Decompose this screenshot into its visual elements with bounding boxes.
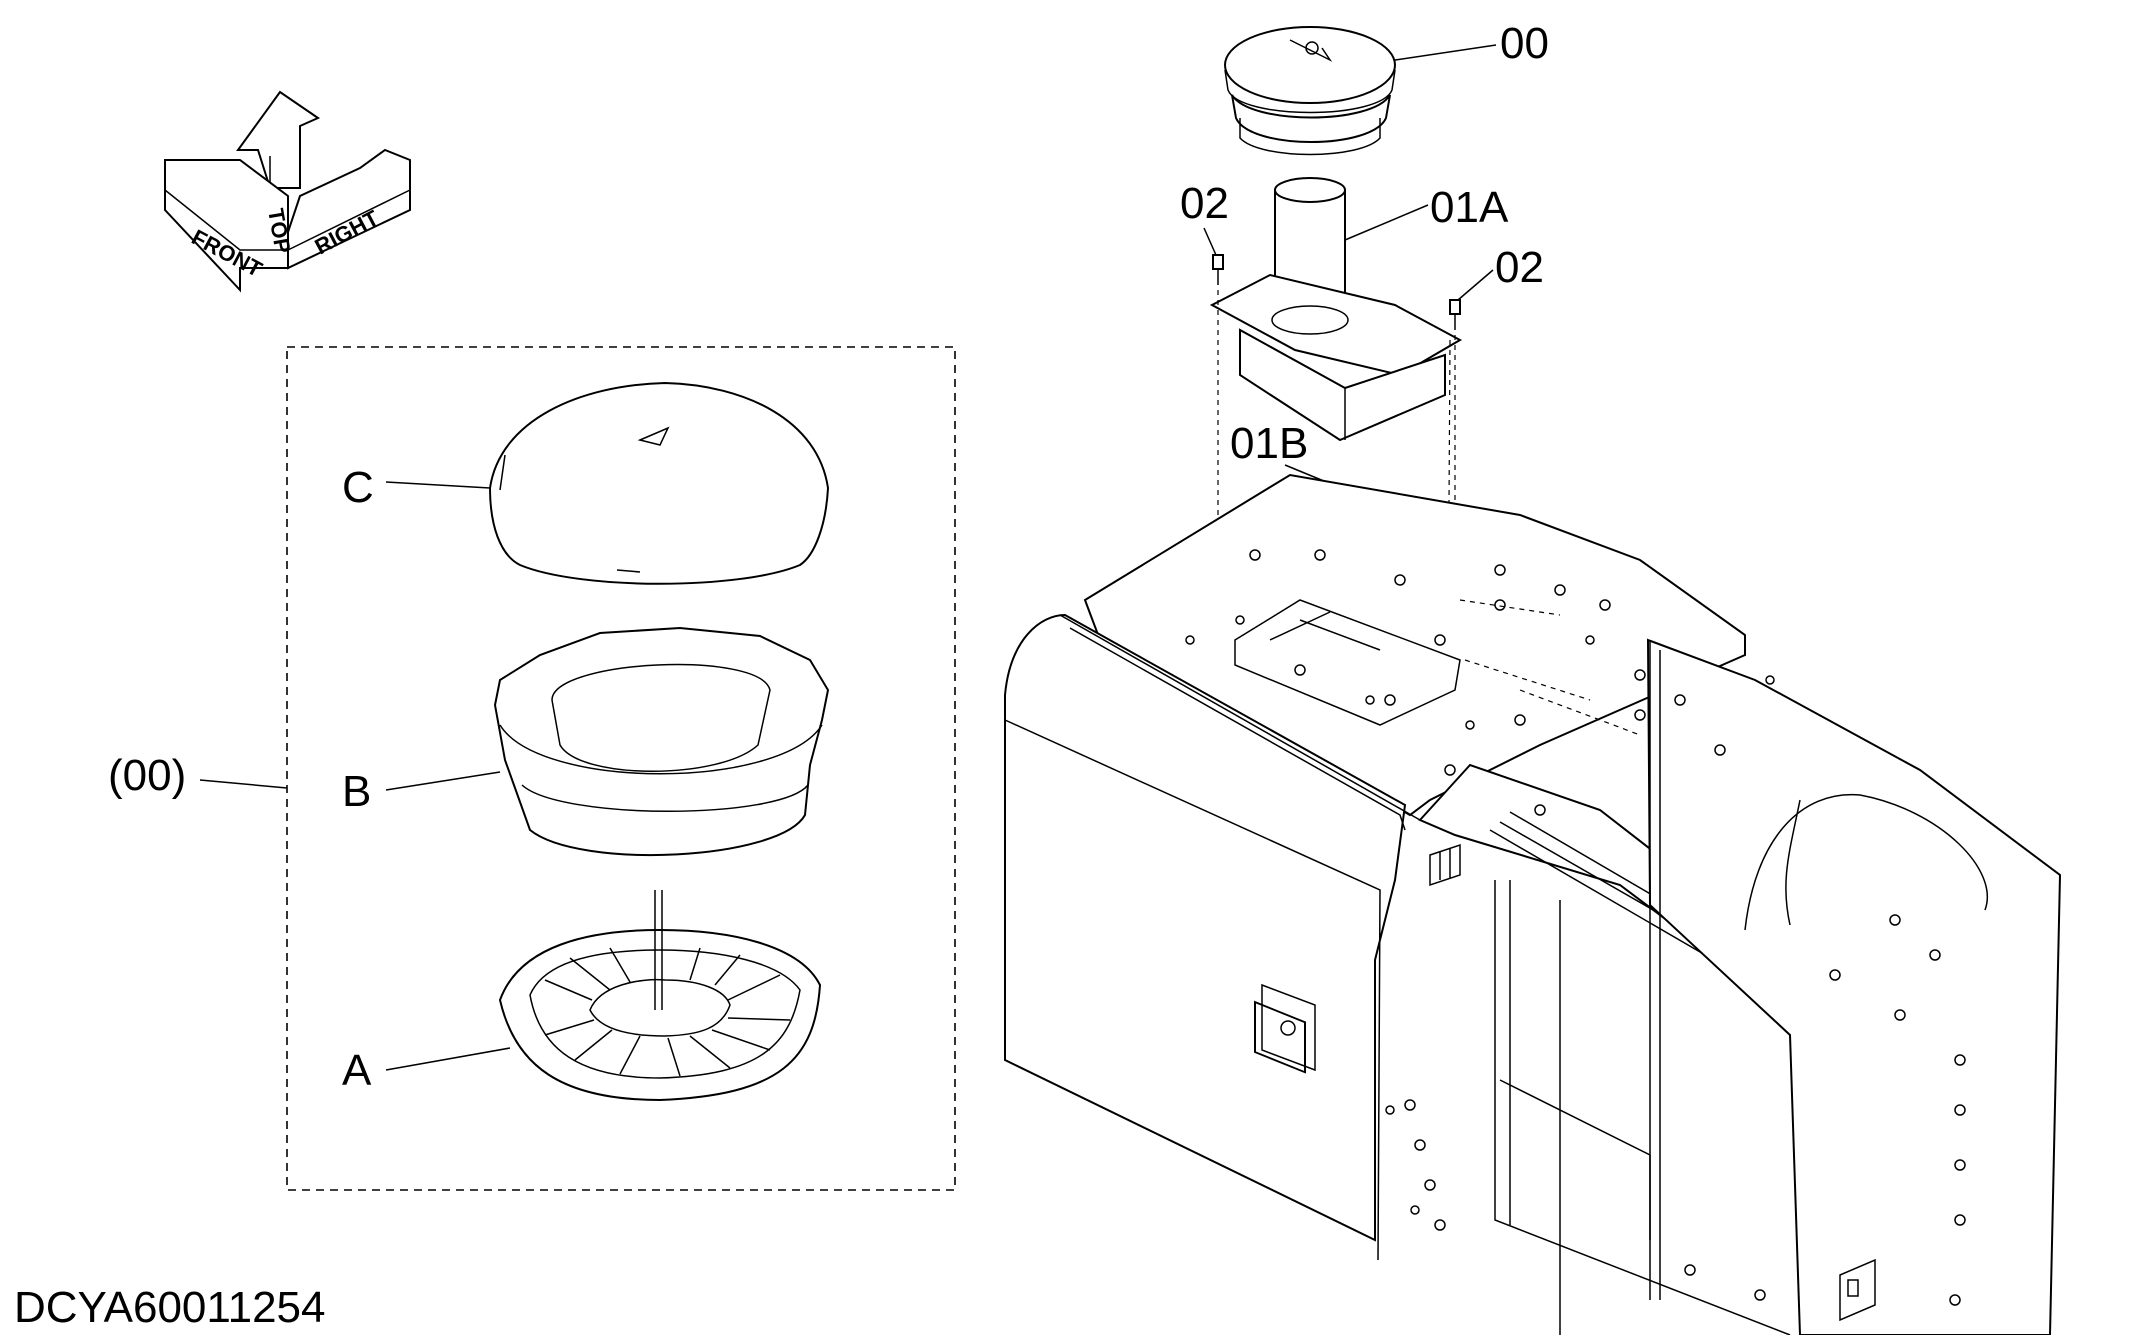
part-a-leader: [385, 1047, 511, 1071]
part-c-cap-icon: [488, 381, 830, 585]
callout-01a-leader: [1344, 204, 1429, 241]
callout-02-right-leader: [1457, 269, 1494, 301]
callout-01b-label: 01B: [1230, 419, 1308, 468]
assembly-ref-label: (00): [108, 751, 186, 800]
assembly-ref-leader: [199, 779, 288, 789]
callout-00-label: 00: [1500, 19, 1549, 68]
machine-housing-icon: [1004, 473, 2062, 1336]
part-c-leader: [385, 481, 491, 489]
callout-01a-label: 01A: [1430, 183, 1509, 232]
callout-02-left-label: 02: [1180, 179, 1229, 228]
callout-02-left-leader: [1203, 227, 1217, 256]
assembly-00-icon: [1224, 26, 1396, 156]
bolt-right-icon: [1449, 299, 1461, 330]
callout-00-leader: [1394, 44, 1497, 61]
part-c-label: C: [342, 463, 374, 512]
pipe-01a-icon: [1209, 177, 1463, 442]
document-id: DCYA60011254: [14, 1283, 325, 1332]
part-a-label: A: [342, 1046, 372, 1095]
part-b-leader: [385, 771, 501, 791]
part-b-label: B: [342, 767, 371, 816]
part-a-tray-icon: [498, 890, 822, 1102]
bolt-left-icon: [1212, 254, 1224, 285]
orientation-arrow-icon: TOP FRONT RIGHT: [164, 90, 411, 293]
part-b-ring-icon: [493, 626, 830, 857]
callout-02-right-label: 02: [1495, 243, 1544, 292]
